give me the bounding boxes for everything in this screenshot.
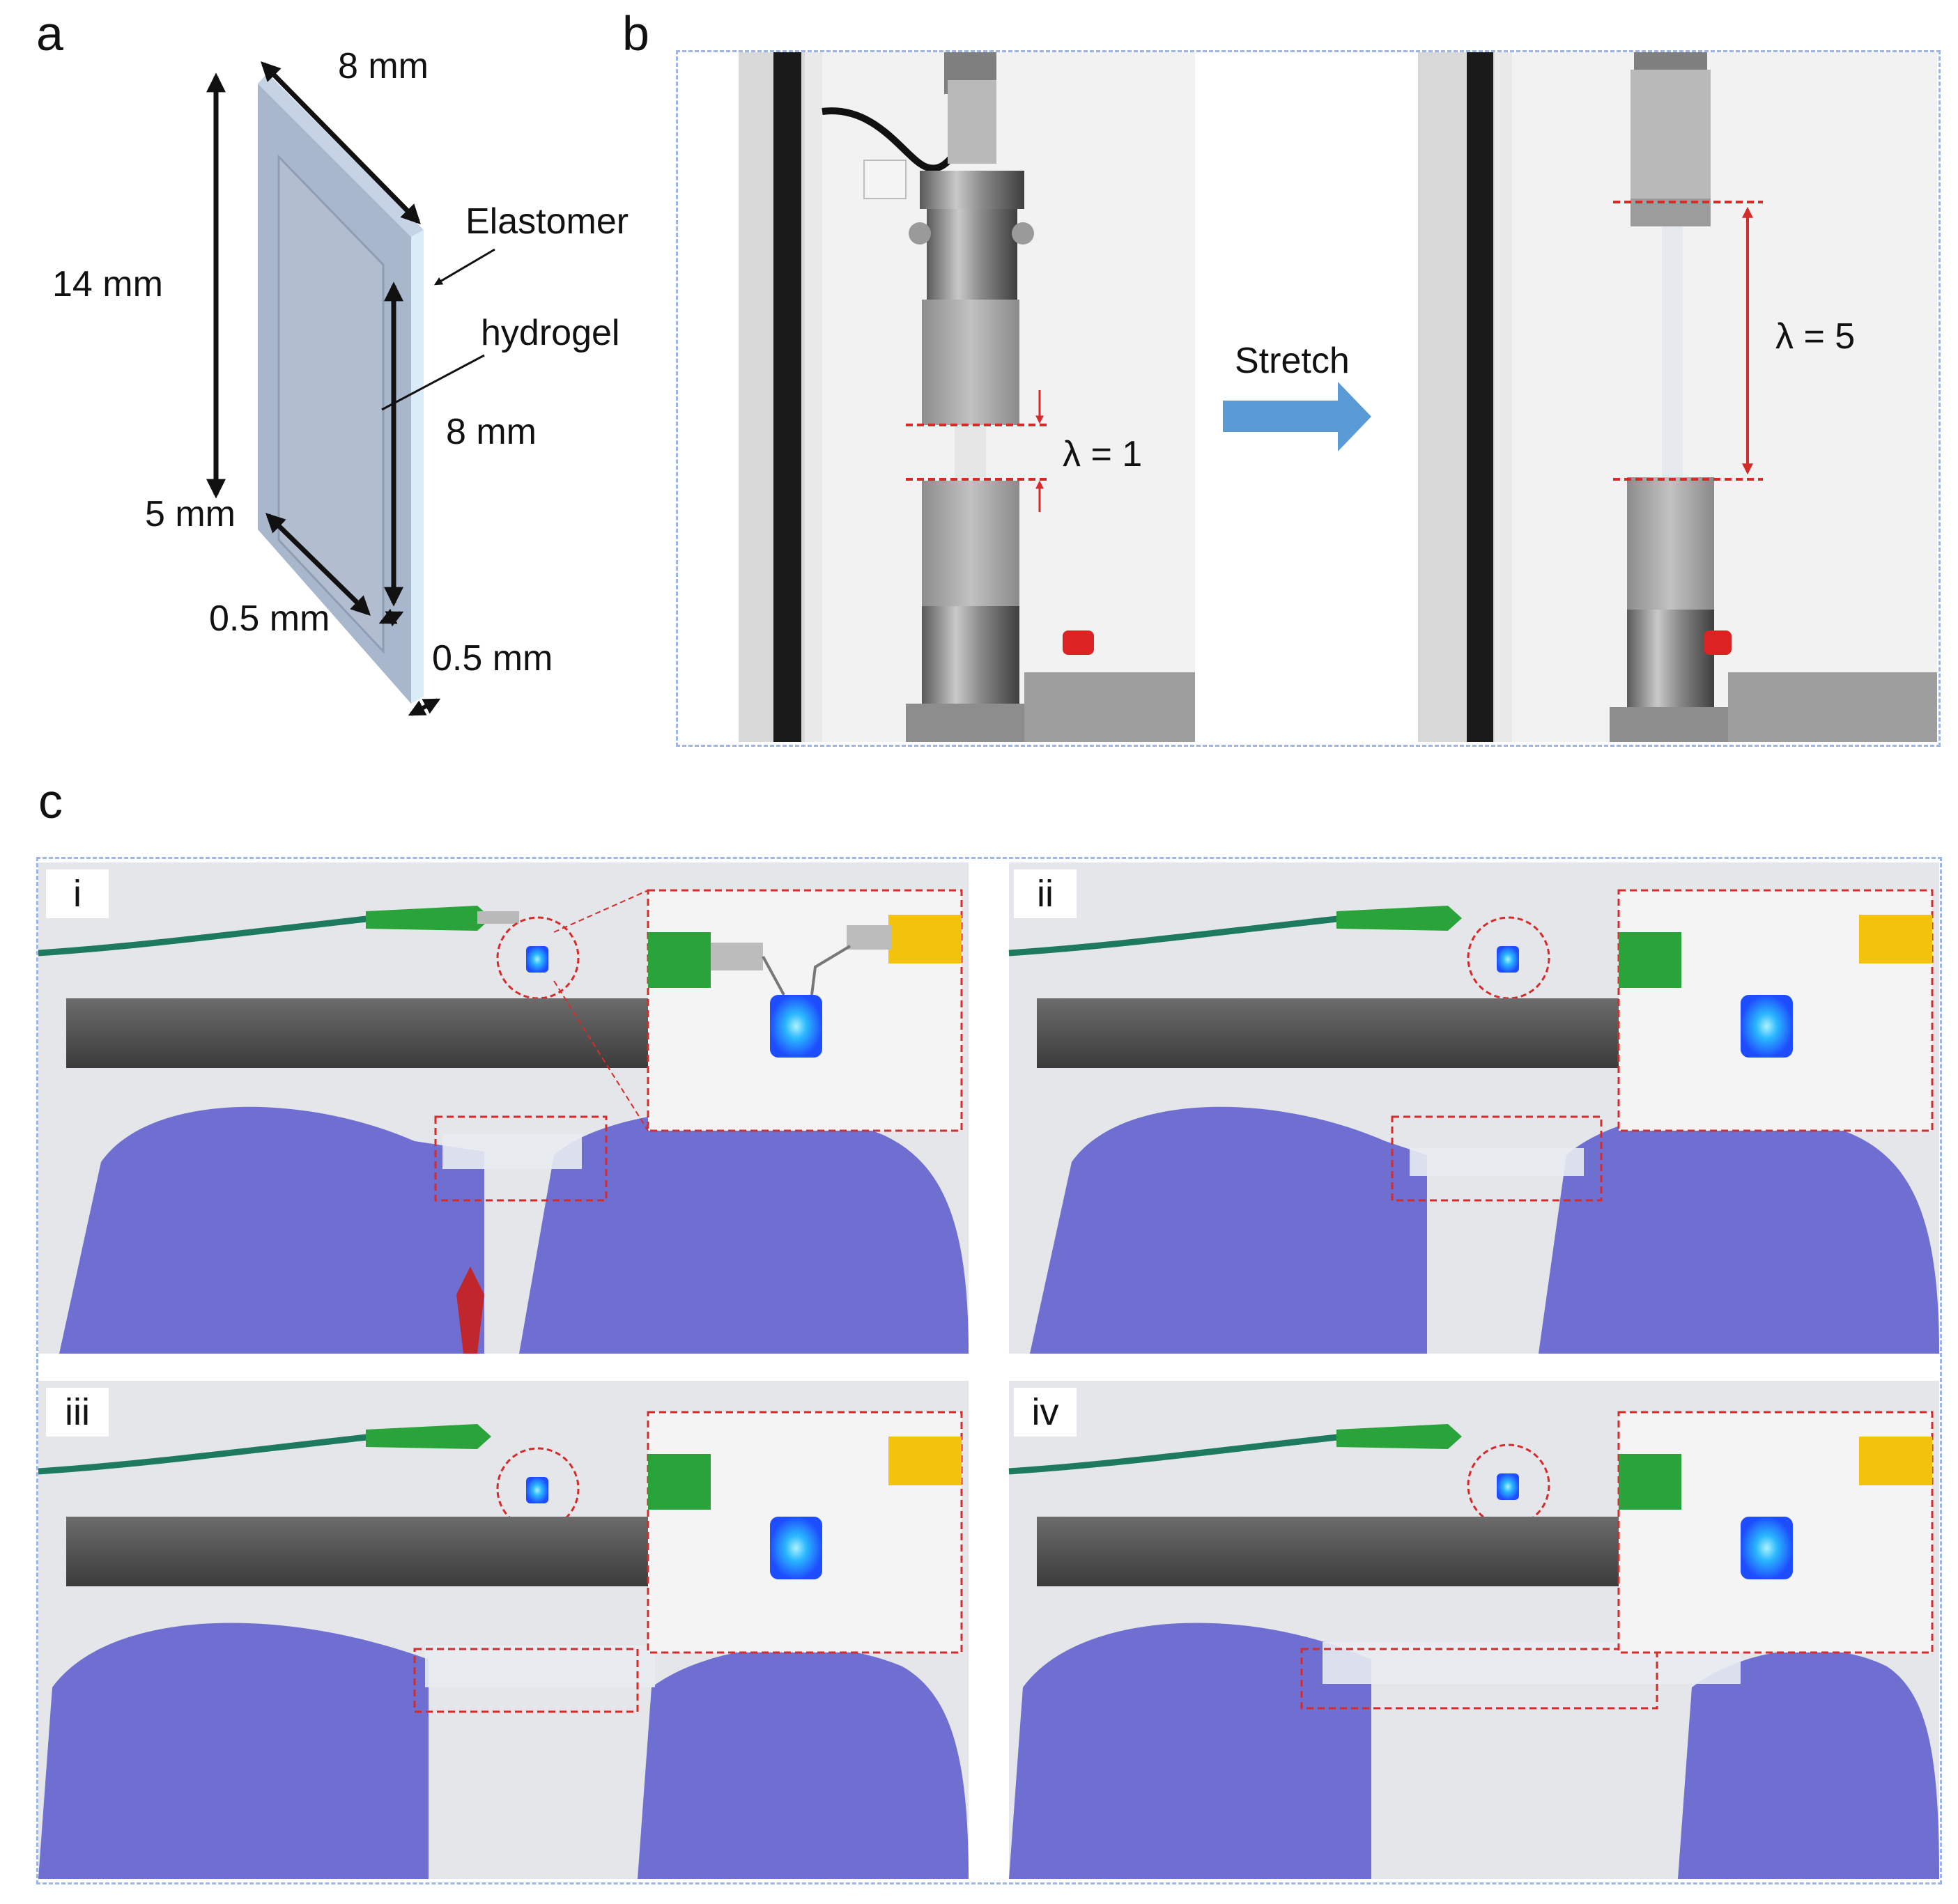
panel-letter-c: c <box>38 774 63 828</box>
hydrogel-leader <box>381 354 485 411</box>
stretch-label: Stretch <box>1235 341 1350 381</box>
dim-height: 14 mm <box>52 264 163 304</box>
panel-c-frame <box>36 857 1942 1884</box>
label-elastomer: Elastomer <box>465 201 629 242</box>
subpanel-iv-photo <box>1008 1381 1939 1879</box>
dim-arrow-thickness <box>408 698 441 716</box>
panel-c <box>38 862 1939 1879</box>
stretch-arrow <box>1223 382 1371 451</box>
subpanel-label-iv: iv <box>1014 1388 1077 1437</box>
lambda-1-label: λ = 1 <box>1063 434 1143 474</box>
subpanel-label-iii: iii <box>46 1388 109 1437</box>
panel-letter-b: b <box>622 6 649 61</box>
dim-hydrogel-width: 5 mm <box>145 494 236 534</box>
dim-arrow-gap <box>378 608 404 627</box>
panel-letter-a: a <box>36 6 63 61</box>
elastomer-leader <box>433 248 495 286</box>
panel-b <box>739 52 1937 742</box>
dim-arrow-top-width <box>261 61 421 224</box>
panel-a <box>206 61 495 716</box>
elastomer-side-face <box>411 230 424 704</box>
tensile-photo-after <box>1418 52 1937 742</box>
subpanel-i-photo <box>38 862 969 1354</box>
dim-gap: 0.5 mm <box>209 598 330 639</box>
panel-b-frame <box>676 50 1941 747</box>
dim-top-width: 8 mm <box>338 46 429 86</box>
dim-thickness: 0.5 mm <box>432 638 553 679</box>
tensile-photo-before <box>739 52 1195 742</box>
subpanel-iii-photo <box>38 1381 969 1879</box>
lambda-5-label: λ = 5 <box>1775 316 1856 357</box>
dim-arrow-hydrogel-width <box>265 513 371 616</box>
subpanel-label-i: i <box>46 869 109 918</box>
label-hydrogel: hydrogel <box>481 313 620 353</box>
dim-hydrogel-length: 8 mm <box>446 412 537 452</box>
subpanel-label-ii: ii <box>1014 869 1077 918</box>
subpanel-ii-photo <box>1008 862 1939 1354</box>
